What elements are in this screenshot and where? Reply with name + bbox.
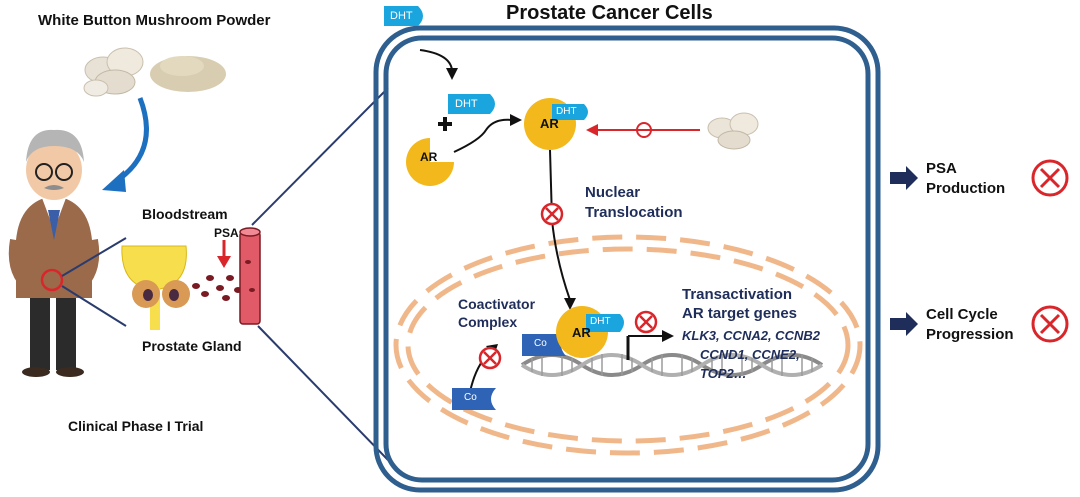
genes-line3: TOP2… bbox=[700, 366, 747, 381]
mushroom-image-cell bbox=[707, 112, 759, 150]
cell-title: Prostate Cancer Cells bbox=[506, 2, 713, 24]
ar-free-label: AR bbox=[420, 150, 438, 164]
ar-free-shape bbox=[406, 138, 454, 186]
co-bound-shape bbox=[522, 334, 566, 356]
nuclear-translocation-line1: Nuclear bbox=[585, 184, 641, 201]
transactivation-label: Transactivation bbox=[682, 286, 793, 303]
dht-outside-label: DHT bbox=[390, 10, 413, 22]
dht-nucleus-label: DHT bbox=[590, 316, 611, 327]
dht-bound-shape bbox=[552, 104, 588, 120]
cell-membrane-outer bbox=[373, 25, 881, 493]
co-free-label: Co bbox=[464, 392, 477, 403]
man-figure bbox=[8, 129, 100, 377]
mushroom-image bbox=[83, 47, 144, 97]
psa-label: PSA bbox=[214, 226, 239, 240]
bloodstream-label: Bloodstream bbox=[142, 206, 228, 222]
outcome-psa-line2: Production bbox=[926, 180, 1006, 197]
co-free-shape bbox=[452, 388, 496, 410]
psa-arrow bbox=[217, 240, 231, 268]
translocation-inhibit-icon bbox=[540, 202, 564, 226]
intake-arrow bbox=[102, 97, 149, 192]
dht-bound-label: DHT bbox=[556, 106, 577, 117]
blood-vessel-image bbox=[239, 227, 261, 325]
mushroom-powder-title: White Button Mushroom Powder bbox=[38, 12, 271, 29]
psa-production-arrow bbox=[890, 166, 918, 190]
prostate-gland-image bbox=[121, 245, 190, 330]
outcome-cellcycle-line2: Progression bbox=[926, 326, 1014, 343]
dna-helix bbox=[520, 353, 824, 377]
dht-nucleus-shape bbox=[586, 314, 624, 332]
nuclear-membrane-inner bbox=[405, 246, 851, 444]
co-bound-label: Co bbox=[534, 338, 547, 349]
ar-target-genes-label: AR target genes bbox=[682, 305, 798, 322]
outcome-psa-line1: PSA bbox=[926, 160, 957, 177]
prostate-gland-label: Prostate Gland bbox=[142, 338, 242, 354]
dht-free-label: DHT bbox=[455, 98, 478, 110]
cell-membrane-inner bbox=[383, 35, 871, 483]
nuclear-membrane-outer bbox=[393, 234, 863, 456]
coactivator-line2: Complex bbox=[458, 314, 518, 330]
outcome-cellcycle-line1: Cell Cycle bbox=[926, 306, 998, 323]
ar-bound-label: AR bbox=[540, 116, 559, 131]
cell-cycle-inhibited-icon bbox=[1031, 305, 1069, 343]
dht-free-shape bbox=[448, 94, 495, 114]
clinical-trial-label: Clinical Phase I Trial bbox=[68, 418, 204, 434]
dht-outside-shape bbox=[384, 6, 423, 26]
transactivation-inhibit-icon bbox=[634, 310, 658, 334]
coactivator-inhibit-icon bbox=[478, 346, 502, 370]
psa-inhibited-icon bbox=[1031, 159, 1069, 197]
genes-line2: CCND1, CCNE2, bbox=[700, 347, 800, 362]
coactivator-line1: Coactivator bbox=[458, 296, 536, 312]
mushroom-powder-image bbox=[150, 56, 226, 92]
ar-nucleus-label: AR bbox=[572, 325, 591, 340]
cell-cycle-arrow bbox=[890, 312, 918, 336]
genes-line1: KLK3, CCNA2, CCNB2 bbox=[682, 328, 820, 343]
nuclear-translocation-line2: Translocation bbox=[585, 204, 683, 221]
